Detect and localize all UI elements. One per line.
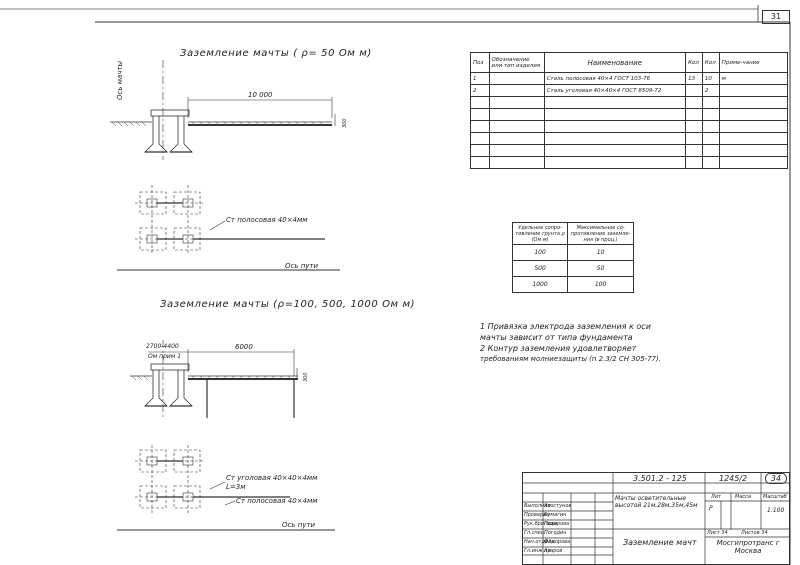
section2-depth: 300 [303, 372, 309, 382]
sheet-number-badge: 34 [765, 473, 787, 484]
spec-cell [718, 84, 789, 97]
resistance-cell: 1000 [511, 276, 569, 293]
section1-depth: 300 [342, 118, 348, 128]
col-label-mass: Масса [735, 494, 751, 500]
spec-cell: Сталь полосовая 40×4 ГОСТ 103-76 [543, 72, 687, 85]
sheet-label: Лист 34 [707, 530, 728, 536]
section2-track-axis: Ось пути [282, 521, 316, 529]
spec-row-empty [470, 144, 789, 157]
section2-strip-label: Ст полосовая 40×4мм [236, 497, 318, 505]
role-name: Гл.инж.пр [524, 548, 551, 554]
role-person: Пехарова [544, 521, 570, 527]
specification-table: Поз Обозначение или тип изделия Наименов… [470, 52, 789, 169]
role-person: Бумагин [544, 512, 567, 518]
section2-dim-note: Ом прим 1 [148, 353, 182, 360]
spec-header-cell: Кол [685, 52, 703, 73]
spec-row-empty [470, 96, 789, 109]
spec-header-cell: Приме-чание [718, 52, 789, 73]
resistance-cell: 10 [567, 244, 634, 261]
section2-elevation [130, 340, 298, 420]
note-line: 1 Привязка электрода заземления к оси [480, 322, 651, 331]
resistance-header-cell: Удельное сопро-тивление грунта ρ (Ом м) [511, 222, 569, 245]
spec-cell: 10 [701, 72, 720, 85]
scale: 1:100 [767, 507, 785, 514]
role-name: Проверил [524, 512, 550, 518]
section1-axis-label: Ось мачты [116, 60, 124, 100]
note-line: 2 Контур заземления удовлетворяет [480, 344, 637, 353]
spec-cell [488, 72, 545, 85]
role-name: Гл.спец [524, 530, 545, 536]
spec-cell: 2 [470, 84, 490, 97]
section2-plan [117, 445, 335, 531]
spec-header-cell: Обозначение или тип изделия [488, 52, 545, 73]
section1-distance: 10 000 [248, 91, 273, 99]
resistance-cell: 500 [511, 260, 569, 277]
section1-elevation [110, 60, 336, 160]
resistance-table: Удельное сопро-тивление грунта ρ (Ом м) … [511, 222, 634, 293]
spec-header-cell: Кол [701, 52, 720, 73]
spec-row-empty [470, 132, 789, 145]
title-block: 3.501.2 - 125 1245/2 34 Мачты осветитель… [522, 472, 790, 565]
stage: Р [709, 505, 713, 512]
spec-row-empty [470, 108, 789, 121]
spec-row-empty [470, 156, 789, 169]
inv-number: 1245/2 [719, 474, 748, 483]
title-block-grid [523, 473, 789, 564]
spec-cell: м [718, 72, 789, 85]
spec-header-row: Поз Обозначение или тип изделия Наименов… [470, 52, 789, 73]
corner-sheet-number: 31 [762, 10, 790, 24]
resistance-row: 500 50 [511, 260, 634, 277]
section1-track-axis: Ось пути [285, 262, 319, 270]
role-person: Фёдорова [544, 539, 571, 545]
note-line: требованиям молниезащиты (п 2.3/2 СН 305… [480, 355, 661, 363]
spec-row-empty [470, 120, 789, 133]
doc-number: 3.501.2 - 125 [633, 474, 687, 483]
object-name: Мачты осветительные высотой 21м,28м,35м,… [615, 495, 698, 509]
section2-dim-range: 2700-4400 [146, 343, 179, 350]
resistance-cell: 100 [567, 276, 634, 293]
resistance-row: 100 10 [511, 244, 634, 261]
col-label-scale: Масштаб [763, 494, 787, 500]
role-person: Погодин [544, 530, 567, 536]
organization: Мосгипротранс г Москва [716, 539, 780, 555]
resistance-cell: 100 [511, 244, 569, 261]
section1-title: Заземление мачты ( ρ= 50 Ом м) [180, 48, 372, 59]
resistance-header-cell: Максимальное со-противление заземле-ния … [567, 222, 634, 245]
resistance-cell: 50 [567, 260, 634, 277]
role-name: Выполнил [524, 503, 551, 509]
spec-cell [488, 84, 545, 97]
section1-plan [117, 185, 340, 271]
sheet-number-text: 34 [770, 474, 782, 483]
section2-distance: 6000 [235, 343, 253, 351]
sheets-label: Листов 34 [741, 530, 768, 536]
spec-cell: Сталь уголовая 40×40×4 ГОСТ 8509-72 [543, 84, 687, 97]
spec-cell: 1 [470, 72, 490, 85]
section2-angle-label: Ст уголовая 40×40×4мм [226, 474, 318, 482]
section2-angle-length: L=3м [226, 483, 246, 491]
section2-title: Заземление мачты (ρ=100, 500, 1000 Ом м) [160, 299, 416, 310]
corner-sheet-number-text: 31 [770, 12, 782, 21]
resistance-header-row: Удельное сопро-тивление грунта ρ (Ом м) … [511, 222, 634, 245]
role-name: Нач.отдела [524, 539, 555, 545]
role-person: Хвостунов [544, 503, 572, 509]
note-line: мачты зависит от типа фундамента [480, 333, 633, 342]
spec-row: 2 Сталь уголовая 40×40×4 ГОСТ 8509-72 2 [470, 84, 789, 97]
spec-header-cell: Наименование [543, 52, 687, 73]
drawing-name: Заземление мачт [623, 538, 697, 547]
spec-header-cell: Поз [470, 52, 490, 73]
resistance-row: 1000 100 [511, 276, 634, 293]
role-name: Рук.бригады [524, 521, 558, 527]
spec-cell [685, 84, 703, 97]
spec-cell: 2 [701, 84, 720, 97]
col-label-lit: Лит [711, 494, 721, 500]
spec-cell: 13 [685, 72, 703, 85]
role-person: Азаров [544, 548, 563, 554]
section1-strip-label: Ст полосовая 40×4мм [226, 216, 308, 224]
spec-row: 1 Сталь полосовая 40×4 ГОСТ 103-76 13 10… [470, 72, 789, 85]
